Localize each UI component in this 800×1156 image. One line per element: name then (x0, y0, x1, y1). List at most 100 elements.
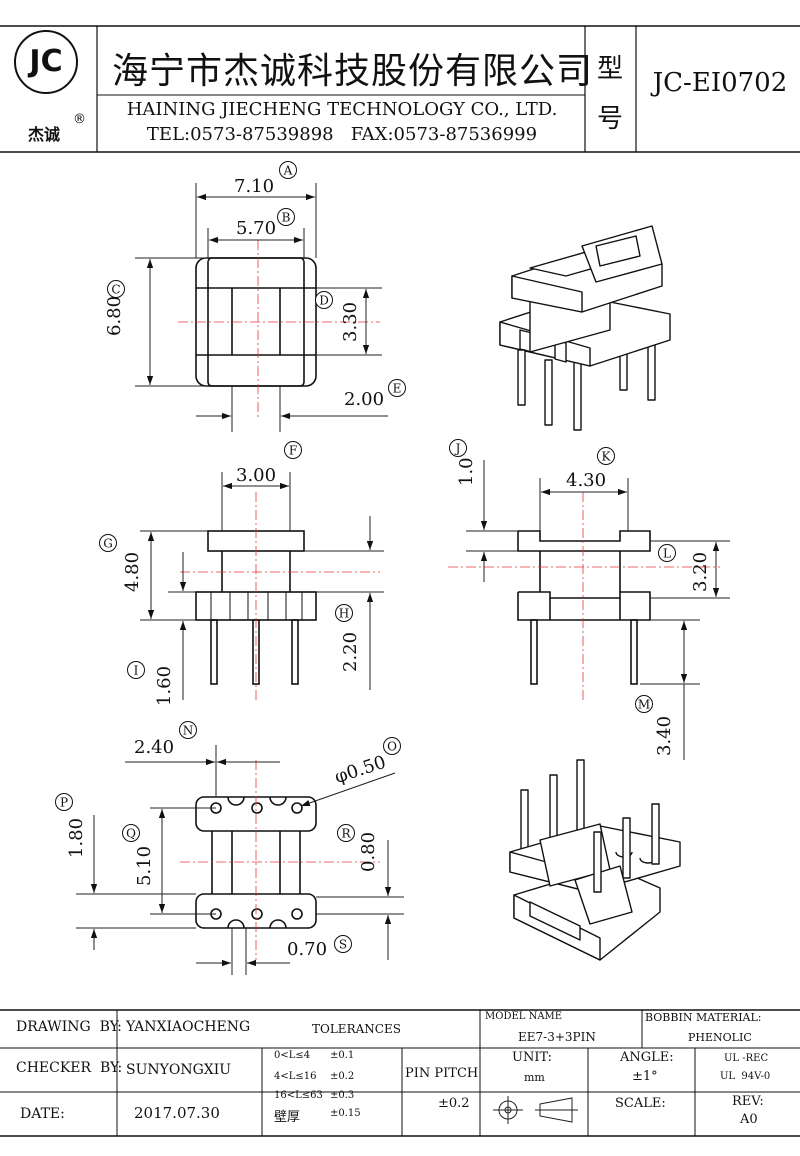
date-value: 2017.07.30 (134, 1104, 220, 1122)
dim-value-R: 0.80 (358, 831, 379, 872)
svg-text:J: J (454, 442, 461, 456)
rev-label: REV: (732, 1094, 764, 1109)
iso-view-top (499, 225, 671, 431)
dim-value-A: 7.10 (234, 176, 275, 197)
logo-circle (14, 30, 78, 94)
svg-text:D: D (319, 294, 329, 308)
tolerances-label: TOLERANCES (312, 1022, 401, 1036)
dim-tag-C: C (107, 280, 125, 298)
dim-value-S: 0.70 (287, 939, 328, 960)
company-name-en: HAINING JIECHENG TECHNOLOGY CO., LTD. (126, 99, 558, 120)
side-view (448, 460, 730, 760)
top-view (135, 183, 388, 432)
model-label-char-1: 型 (597, 54, 624, 84)
dim-tag-E: E (388, 379, 406, 397)
footer-grid (0, 1009, 800, 1137)
svg-text:R: R (341, 827, 351, 841)
svg-text:L: L (663, 547, 671, 561)
tol-range-3: 16<L≤63 (274, 1090, 323, 1101)
svg-text:C: C (111, 283, 120, 297)
svg-text:F: F (289, 444, 297, 458)
projection-symbol (493, 1096, 578, 1124)
tol-value-2: ±0.2 (330, 1071, 355, 1082)
dim-value-E: 2.00 (344, 389, 385, 410)
dim-value-F: 3.00 (236, 465, 277, 486)
checker-by-label: CHECKER BY: (16, 1060, 123, 1076)
dim-tag-G: G (99, 534, 117, 552)
dim-value-P: 1.80 (66, 817, 87, 858)
bottom-view (76, 745, 404, 975)
front-view (140, 472, 384, 700)
dim-tag-O: O (383, 737, 401, 755)
svg-text:P: P (60, 796, 68, 810)
model-name-label: MODEL NAME (485, 1011, 563, 1022)
svg-text:A: A (283, 164, 293, 178)
dim-tag-L: L (658, 544, 676, 562)
tol-value-4: ±0.15 (330, 1108, 361, 1119)
dim-value-I: 1.60 (154, 665, 175, 706)
checker-by-value: SUNYONGXIU (126, 1062, 232, 1078)
dim-value-J: 1.0 (456, 457, 477, 486)
svg-text:K: K (602, 450, 612, 464)
dim-tag-S: S (334, 935, 352, 953)
svg-text:B: B (282, 211, 291, 225)
dim-value-Q: 5.10 (134, 845, 155, 886)
rev-value: A0 (740, 1112, 758, 1127)
dim-tag-B: B (277, 208, 295, 226)
pin-pitch-label: PIN PITCH (405, 1066, 479, 1081)
angle-label: ANGLE: (620, 1050, 674, 1065)
dim-tag-D: D (315, 291, 333, 309)
svg-text:H: H (339, 607, 349, 621)
dim-tag-I: I (127, 661, 145, 679)
tol-range-4: 壁厚 (274, 1110, 301, 1125)
unit-label: UNIT: (512, 1050, 553, 1065)
model-label-char-2: 号 (597, 104, 624, 134)
svg-text:G: G (103, 537, 113, 551)
dim-tag-R: R (337, 824, 355, 842)
angle-value: ±1° (632, 1069, 658, 1084)
dim-value-D: 3.30 (340, 301, 361, 342)
logo-caption: 杰诚 (28, 125, 61, 144)
dim-tag-K: K (597, 447, 615, 465)
dim-value-M: 3.40 (654, 715, 675, 756)
dim-value-B: 5.70 (236, 218, 277, 239)
company-contact: TEL:0573-87539898 FAX:0573-87536999 (146, 124, 538, 145)
tol-range-2: 4<L≤16 (274, 1071, 317, 1082)
drawing-by-label: DRAWING BY: (16, 1019, 122, 1035)
dim-tag-A: A (279, 161, 297, 179)
logo-text: JC (29, 44, 63, 79)
dim-tag-P: P (55, 793, 73, 811)
svg-text:M: M (638, 698, 650, 712)
svg-text:S: S (339, 938, 347, 952)
svg-text:Q: Q (126, 827, 136, 841)
dim-value-C: 6.80 (104, 295, 125, 336)
tol-range-1: 0<L≤4 (274, 1050, 311, 1061)
dim-value-K: 4.30 (566, 470, 607, 491)
tol-value-3: ±0.3 (330, 1090, 355, 1101)
company-name-cn: 海宁市杰诚科技股份有限公司 (112, 51, 594, 92)
dim-value-H: 2.20 (340, 631, 361, 672)
svg-text:E: E (393, 382, 402, 396)
dim-tag-J: J (449, 439, 467, 457)
scale-label: SCALE: (615, 1096, 666, 1111)
tol-value-1: ±0.1 (330, 1050, 355, 1061)
pin-pitch-value: ±0.2 (438, 1096, 470, 1111)
svg-text:O: O (387, 740, 397, 754)
logo-registered-mark: ® (73, 112, 86, 127)
dim-tag-Q: Q (122, 824, 140, 842)
dim-tag-N: N (179, 721, 197, 739)
iso-view-bottom (509, 759, 681, 961)
svg-text:N: N (183, 724, 194, 738)
model-number: JC-EI0702 (652, 68, 788, 98)
dim-value-N: 2.40 (134, 737, 175, 758)
model-name-value: EE7-3+3PIN (518, 1030, 596, 1044)
dim-value-G: 4.80 (122, 551, 143, 592)
dim-tag-M: M (635, 695, 653, 713)
unit-value: mm (524, 1071, 545, 1084)
drawing-by-value: YANXIAOCHENG (126, 1019, 251, 1035)
dim-tag-F: F (284, 441, 302, 459)
ul-94v0-label: UL 94V-0 (720, 1071, 771, 1082)
date-label: DATE: (20, 1106, 65, 1122)
